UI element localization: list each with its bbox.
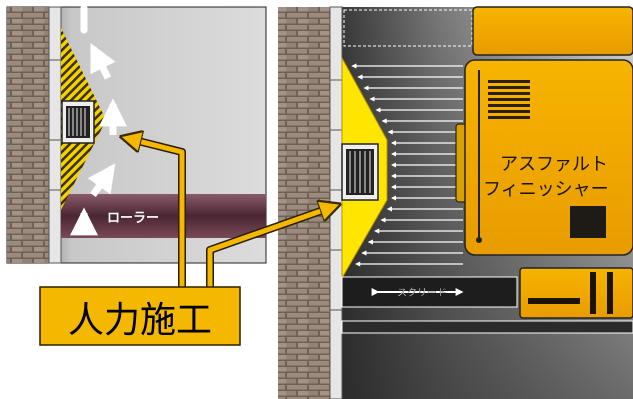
finisher-vent — [488, 80, 530, 119]
left-panel: ローラー — [6, 4, 267, 264]
screed-unit — [519, 267, 633, 319]
drain-grate-right — [341, 143, 379, 201]
manual-work-callout: 人力施工 — [39, 286, 241, 346]
finisher-panel — [570, 206, 606, 238]
ghost-finisher-outline — [343, 9, 473, 47]
brick-wall-left — [7, 7, 49, 263]
curb-left — [48, 6, 62, 264]
manual-work-label: 人力施工 — [68, 300, 212, 341]
finisher-label-line1: アスファルト — [500, 154, 608, 175]
brick-wall-right — [278, 7, 330, 399]
asphalt-spread-arrows — [351, 63, 463, 267]
roller-band — [61, 194, 266, 238]
roller-path-arrows — [70, 4, 127, 236]
drain-grate-left — [61, 100, 95, 144]
callout-leaders — [126, 138, 335, 292]
finisher-label-line2: フィニッシャー — [483, 179, 609, 200]
screed-label: スクリード — [397, 287, 447, 299]
finisher-rear-top — [472, 6, 633, 56]
roller-label: ローラー — [107, 211, 159, 226]
right-panel: アスファルト フィニッシャー スクリード — [278, 6, 633, 399]
